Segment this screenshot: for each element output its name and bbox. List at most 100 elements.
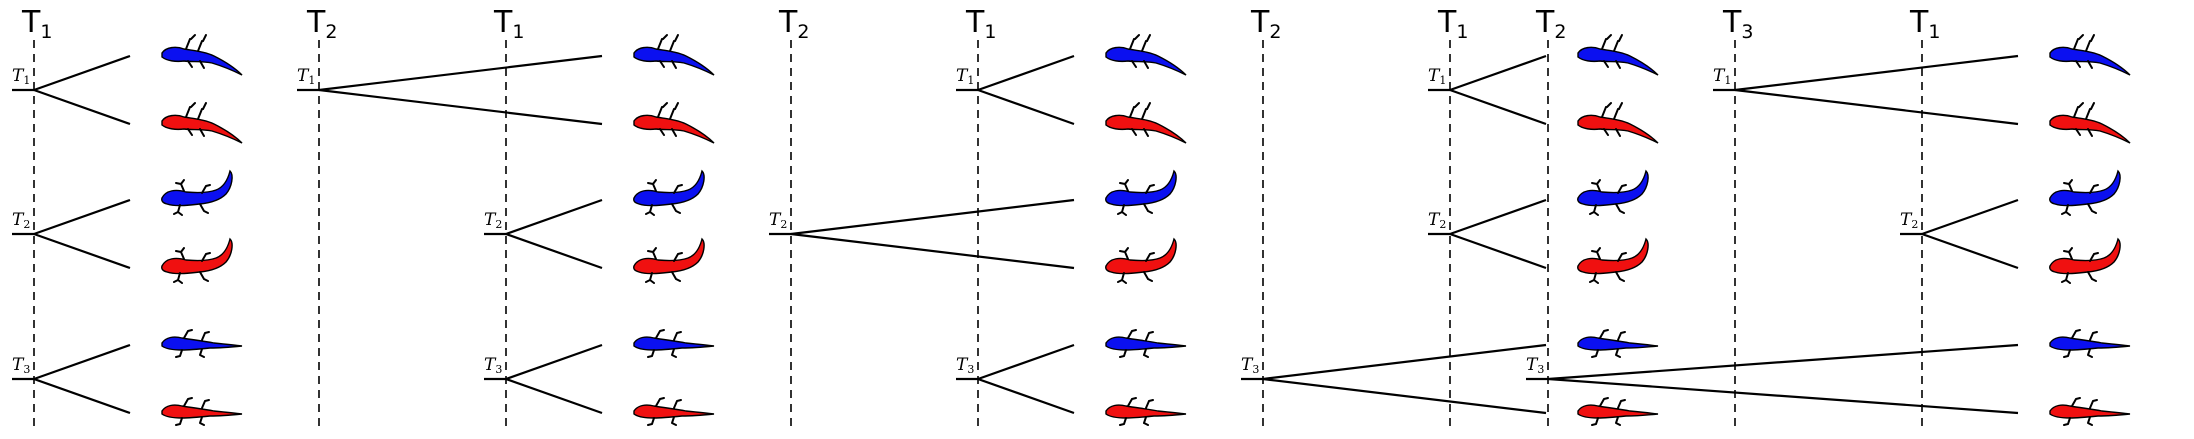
- tau-header: T2: [1250, 5, 1281, 43]
- gecko-icon: [1104, 238, 1178, 284]
- node-label: T2: [12, 210, 30, 231]
- slender-lizard-icon: [1577, 329, 1659, 358]
- node-label-letter: T: [12, 66, 25, 86]
- node-label: T1: [12, 66, 30, 87]
- gecko-icon: [1104, 170, 1178, 216]
- branch-pair: T3: [956, 329, 1187, 426]
- upper-branch: [33, 198, 131, 236]
- branch-pair: T2: [769, 170, 1178, 284]
- node-label: T3: [484, 355, 502, 376]
- upper-branch: [1262, 343, 1547, 381]
- upper-branch: [505, 198, 603, 236]
- node-label-subscript: 2: [1439, 218, 1446, 231]
- branch-pair: T2: [1428, 170, 1650, 284]
- node-label: T1: [956, 66, 974, 87]
- upper-branch: [33, 54, 131, 92]
- tau-header-subscript: 3: [1741, 21, 1753, 43]
- node-label-subscript: 1: [1724, 74, 1731, 87]
- node-label-subscript: 1: [23, 74, 30, 87]
- gecko-icon: [1576, 170, 1650, 216]
- upper-branch: [318, 54, 603, 92]
- gecko-icon: [632, 170, 706, 216]
- tau-header-subscript: 1: [512, 21, 524, 43]
- slender-lizard-icon: [161, 397, 243, 426]
- lower-branch: [505, 232, 603, 270]
- long-tailed-lizard-icon: [1105, 34, 1187, 76]
- tau-header-letter: T: [965, 5, 985, 40]
- node-label: T1: [1713, 66, 1731, 87]
- tau-header-letter: T: [778, 5, 798, 40]
- slender-lizard-icon: [633, 329, 715, 358]
- gecko-icon: [160, 170, 234, 216]
- lower-branch: [1734, 88, 2019, 126]
- node-label-subscript: 2: [780, 218, 787, 231]
- tau-header: T1: [493, 5, 524, 43]
- upper-branch: [33, 343, 131, 381]
- node-label-letter: T: [1713, 66, 1726, 86]
- long-tailed-lizard-icon: [161, 34, 243, 76]
- node-label-letter: T: [1526, 355, 1539, 375]
- upper-branch: [1547, 343, 2019, 381]
- node-label: T1: [1428, 66, 1446, 87]
- tau-header-subscript: 1: [1928, 21, 1940, 43]
- upper-branch: [1734, 54, 2019, 92]
- gecko-icon: [1576, 238, 1650, 284]
- branch-pair: T3: [1526, 329, 2131, 426]
- lower-branch: [1262, 377, 1547, 415]
- node-label: T3: [956, 355, 974, 376]
- node-label-letter: T: [12, 210, 25, 230]
- node-label-subscript: 2: [495, 218, 502, 231]
- tau-header: T2: [778, 5, 809, 43]
- tau-header-subscript: 1: [1456, 21, 1468, 43]
- node-label-letter: T: [1241, 355, 1254, 375]
- lower-branch: [1449, 88, 1547, 126]
- tau-header-letter: T: [1535, 5, 1555, 40]
- lower-branch: [33, 88, 131, 126]
- tau-header: T2: [306, 5, 337, 43]
- upper-branch: [505, 343, 603, 381]
- node-label-letter: T: [956, 355, 969, 375]
- node-label-letter: T: [484, 355, 497, 375]
- lower-branch: [1547, 377, 2019, 415]
- branch-pair: T2: [484, 170, 706, 284]
- tau-header-subscript: 2: [1269, 21, 1281, 43]
- node-label-letter: T: [769, 210, 782, 230]
- lower-branch: [1921, 232, 2019, 270]
- tau-header: T1: [1909, 5, 1940, 43]
- branch-pair: T1: [956, 34, 1187, 144]
- tau-header-letter: T: [493, 5, 513, 40]
- gecko-icon: [2048, 170, 2122, 216]
- lower-branch: [1449, 232, 1547, 270]
- long-tailed-lizard-icon: [161, 102, 243, 144]
- node-label: T3: [1241, 355, 1259, 376]
- node-label-letter: T: [12, 355, 25, 375]
- tau-header-letter: T: [1722, 5, 1742, 40]
- tau-header: T1: [965, 5, 996, 43]
- node-label-subscript: 2: [23, 218, 30, 231]
- node-label-subscript: 2: [1911, 218, 1918, 231]
- slender-lizard-icon: [2049, 329, 2131, 358]
- tau-header: T2: [1535, 5, 1566, 43]
- gecko-icon: [2048, 238, 2122, 284]
- node-label-letter: T: [484, 210, 497, 230]
- tau-header: T1: [1437, 5, 1468, 43]
- slender-lizard-icon: [1105, 397, 1187, 426]
- lower-branch: [505, 377, 603, 415]
- tau-header-letter: T: [1437, 5, 1457, 40]
- node-label-letter: T: [297, 66, 310, 86]
- upper-branch: [790, 198, 1075, 236]
- lower-branch: [318, 88, 603, 126]
- slender-lizard-icon: [2049, 397, 2131, 426]
- long-tailed-lizard-icon: [1577, 102, 1659, 144]
- upper-branch: [977, 54, 1075, 92]
- node-label: T2: [484, 210, 502, 231]
- node-label-subscript: 3: [967, 363, 974, 376]
- lower-branch: [977, 377, 1075, 415]
- branch-pair: T3: [1241, 329, 1659, 426]
- upper-branch: [1449, 198, 1547, 236]
